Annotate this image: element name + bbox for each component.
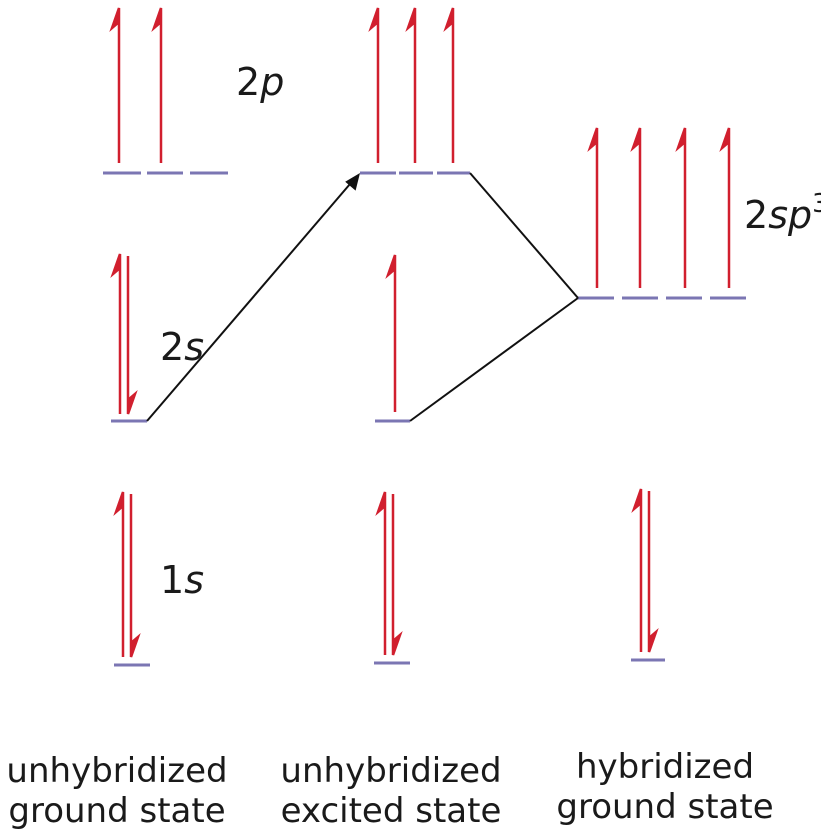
electron-up-arrow [443,7,455,163]
electron-spin-down-arrow [129,494,141,658]
label-1s-number: 1 [160,558,184,602]
electron-spin-down-arrow [391,494,403,656]
caption-column-2-line-2: excited state [281,791,502,831]
electron-up-arrow [630,127,642,288]
electron-spin-up-arrow [113,491,125,657]
caption-column-3-line-1: hybridized [576,747,754,787]
caption-column-1-line-1: unhybridized [6,751,227,791]
electron-spin-up-arrow [110,253,122,414]
level-1s-ground [113,491,150,667]
electron-up-arrow [719,127,731,288]
label-2p: 2p [236,60,284,104]
transition-connectors [146,172,579,422]
column-hybridized-ground [578,127,746,662]
caption-column-3-line-2: ground state [556,787,773,827]
electron-up-arrow [385,254,397,412]
electron-up-arrow [443,7,455,163]
electron-up-arrow [368,7,380,163]
label-2s: 2s [160,325,204,369]
label-2sp3: 2sp3 [744,189,821,237]
caption-column-1-line-2: ground state [8,791,225,831]
level-1s-excited [374,491,410,665]
label-2s-symbol: s [184,325,204,369]
label-2sp3-superscript: 3 [812,189,821,219]
caption-column-2-line-1: unhybridized [280,751,501,791]
level-1s-hybridized [631,488,665,662]
level-2p-excited [360,7,470,175]
label-2sp3-symbol: sp [768,193,812,237]
level-2p-ground [103,7,228,175]
electron-spin-down-arrow [126,256,138,415]
electron-up-arrow [630,127,642,288]
electron-pair-arrows [375,491,403,656]
hybridization-line-from-2s [409,297,579,422]
electron-spin-up-arrow [375,491,387,655]
electron-spin-up-arrow [631,488,643,652]
electron-up-arrow [405,7,417,163]
electron-up-arrow [405,7,417,163]
level-2s-ground [110,253,147,423]
label-1s: 1s [160,558,204,602]
label-2s-number: 2 [160,325,184,369]
promotion-arrow-line [146,183,351,422]
level-2sp3 [578,127,746,300]
label-1s-symbol: s [184,558,204,602]
electron-pair-arrows [631,488,659,653]
electron-up-arrow [151,7,163,163]
electron-spin-down-arrow [647,491,659,653]
electron-up-arrow [587,127,599,288]
promotion-arrowhead [345,173,360,191]
label-2p-symbol: p [259,60,284,104]
electron-up-arrow [368,7,380,163]
electron-up-arrow [719,127,731,288]
electron-up-arrow [109,7,121,163]
electron-up-arrow [385,254,397,412]
label-2p-number: 2 [236,60,260,104]
electron-up-arrow [675,127,687,288]
hybridization-line-from-2p [469,172,579,299]
electron-up-arrow [675,127,687,288]
label-2sp3-number: 2 [744,193,768,237]
level-2s-excited [375,254,410,423]
electron-pair-arrows [113,491,141,658]
column-unhybridized-excited [360,7,470,665]
electron-up-arrow [109,7,121,163]
column-unhybridized-ground [103,7,228,667]
electron-up-arrow [587,127,599,288]
electron-up-arrow [151,7,163,163]
electron-pair-arrows [110,253,138,415]
